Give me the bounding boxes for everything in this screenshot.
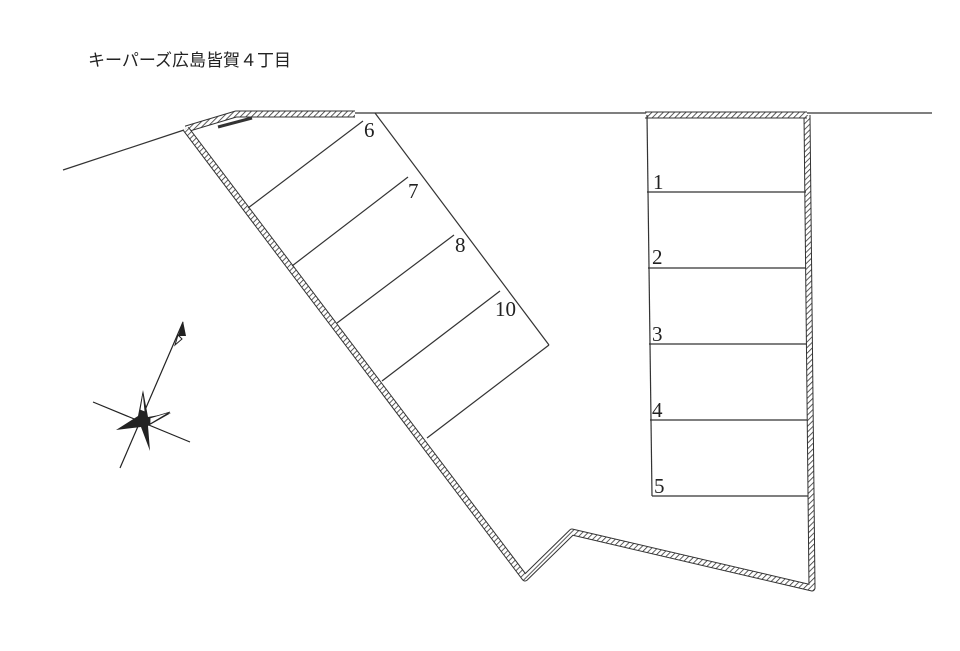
space-divider [426, 344, 550, 439]
parking-block-right [646, 114, 808, 497]
lot-boundary-wall [183, 110, 816, 592]
space-label-8: 8 [455, 233, 466, 257]
space-label-1: 1 [653, 170, 664, 194]
block-right-front-edge [646, 114, 653, 497]
north-arrow-compass-icon [92, 321, 191, 469]
space-divider [381, 290, 501, 382]
space-label-5: 5 [654, 474, 665, 498]
space-label-2: 2 [652, 245, 663, 269]
space-divider [336, 234, 455, 324]
parking-block-left [247, 112, 550, 439]
space-label-10: 10 [495, 297, 516, 321]
space-label-6: 6 [364, 118, 375, 142]
space-divider [291, 176, 409, 267]
space-label-4: 4 [652, 398, 663, 422]
space-label-3: 3 [652, 322, 663, 346]
space-divider [247, 120, 364, 209]
block-left-front-edge [374, 112, 550, 346]
road-edge-left [62, 129, 185, 171]
property-title: キーパーズ広島皆賀４丁目 [88, 51, 291, 71]
space-label-7: 7 [408, 179, 419, 203]
